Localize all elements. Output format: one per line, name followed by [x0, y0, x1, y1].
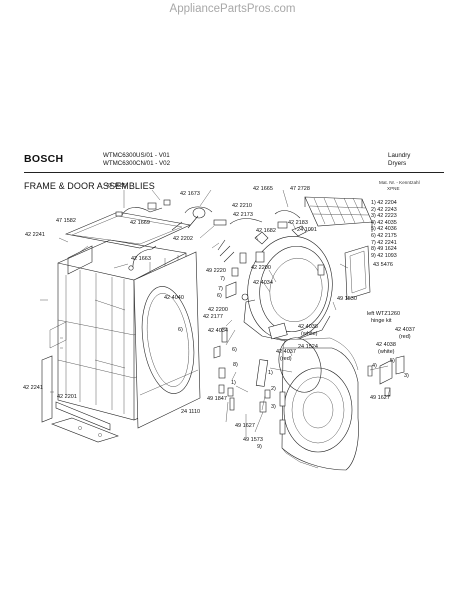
parts-list-item: 5) 42 4036	[371, 226, 397, 233]
callout-label: 24 1524	[298, 344, 318, 350]
callout-label: (white)	[301, 331, 318, 337]
hinge-drawing	[213, 327, 405, 413]
callout-label: 7)	[220, 276, 225, 282]
callout-label: 2)	[271, 386, 276, 392]
callout-label: 6)	[178, 327, 183, 333]
callout-label: 5)	[390, 358, 395, 364]
parts-list-item: 4) 42 4035	[371, 219, 397, 226]
callout-label: 1)	[231, 380, 236, 386]
callout-label: 3)	[271, 404, 276, 410]
callout-label: 42 4037	[276, 349, 296, 355]
callout-label: 7)	[218, 286, 223, 292]
callout-label: 47 2728	[290, 186, 310, 192]
callout-label: 1)	[268, 370, 273, 376]
callout-label: left WTZ1260	[367, 311, 401, 317]
parts-list-item: 3) 42 2223	[371, 213, 397, 220]
callout-label: 42 2200	[251, 265, 271, 271]
callout-label: 42 2177	[203, 314, 223, 320]
callout-label: 43 5476	[373, 262, 393, 268]
bulkhead-drawing	[243, 235, 333, 343]
callout-label: 42 2183	[288, 220, 308, 226]
callout-label: 6)	[217, 293, 222, 299]
front-panel-drawing	[133, 251, 201, 429]
callout-label: 42 2241	[23, 385, 43, 391]
callout-label: 42 2200	[208, 307, 228, 313]
parts-list-item: 2) 42 2243	[371, 206, 397, 213]
model-number-1: WTMC6300US/01 - V01	[103, 152, 170, 159]
callout-label: 24 1091	[297, 227, 317, 233]
base-rail-drawing	[41, 337, 119, 443]
callout-label: 42 4038	[298, 324, 318, 330]
callout-label: 42 4034	[208, 328, 228, 334]
door-assembly-drawing	[278, 337, 359, 471]
header-divider	[24, 172, 444, 173]
callout-label: hinge kit	[371, 318, 392, 324]
callout-label: 42 1682	[256, 228, 276, 234]
callout-label: 42 4040	[164, 295, 184, 301]
parts-list-item: 6) 42 2175	[371, 232, 397, 239]
callout-label: (red)	[399, 334, 411, 340]
callout-label: 49 1627	[235, 423, 255, 429]
parts-list-item: 8) 49 1624	[371, 246, 397, 253]
callout-label: 42 1685	[106, 183, 126, 189]
lint-filter-drawing	[344, 245, 371, 300]
cabinet-frame-drawing	[49, 211, 191, 421]
drying-rack-drawing	[304, 196, 373, 232]
callout-label: 42 2201	[57, 394, 77, 400]
callout-label: 3)	[404, 373, 409, 379]
callout-label: 42 4034	[253, 280, 273, 286]
brand-name: BOSCH	[24, 153, 64, 165]
list-header-1: Mat. Nr. - Kenntzahl	[379, 180, 420, 185]
callout-label: 24 1110	[181, 409, 201, 415]
parts-list-item: 9) 42 1093	[371, 252, 397, 259]
callout-label: 42 1665	[253, 186, 273, 192]
callout-label: 49 1627	[370, 395, 390, 401]
callout-label: (red)	[280, 356, 292, 362]
callout-label: 49 1847	[207, 396, 227, 402]
callout-label: 42 4037	[395, 327, 415, 333]
parts-list-item: 7) 42 2241	[371, 239, 397, 246]
callout-label: (white)	[378, 349, 395, 355]
callout-label: 42 1663	[131, 256, 151, 262]
parts-list: 1) 42 2204 2) 42 2243 3) 42 2223 4) 42 4…	[371, 200, 397, 259]
callout-label: 42 4038	[376, 342, 396, 348]
callout-label: 42 2241	[25, 232, 45, 238]
callout-label: 42 2210	[232, 203, 252, 209]
list-header-2: XPNE	[387, 186, 400, 191]
callout-label: 49 2220	[206, 268, 226, 274]
callout-label: 42 2173	[233, 212, 253, 218]
callout-label: 9)	[257, 444, 262, 450]
callout-label: 42 1673	[180, 191, 200, 197]
callout-label: 49 1573	[243, 437, 263, 443]
callout-label: 47 1582	[56, 218, 76, 224]
callout-label: 8)	[233, 362, 238, 368]
leader-lines	[40, 189, 391, 437]
category-line-1: Laundry	[388, 152, 411, 159]
callout-label: 4)	[372, 363, 377, 369]
callout-label: 42 1669	[130, 220, 150, 226]
parts-list-item: 1) 42 2204	[371, 200, 397, 206]
category-line-2: Dryers	[388, 160, 407, 167]
site-watermark: AppliancePartsPros.com	[169, 3, 296, 15]
callout-label: 49 1530	[337, 296, 357, 302]
wiring-drawing	[115, 199, 307, 301]
callout-label: 42 2202	[173, 236, 193, 242]
callout-label: 6)	[232, 347, 237, 353]
section-title: FRAME & DOOR ASSEMBLIES	[24, 181, 155, 191]
model-number-2: WTMC6300CN/01 - V02	[103, 160, 171, 167]
